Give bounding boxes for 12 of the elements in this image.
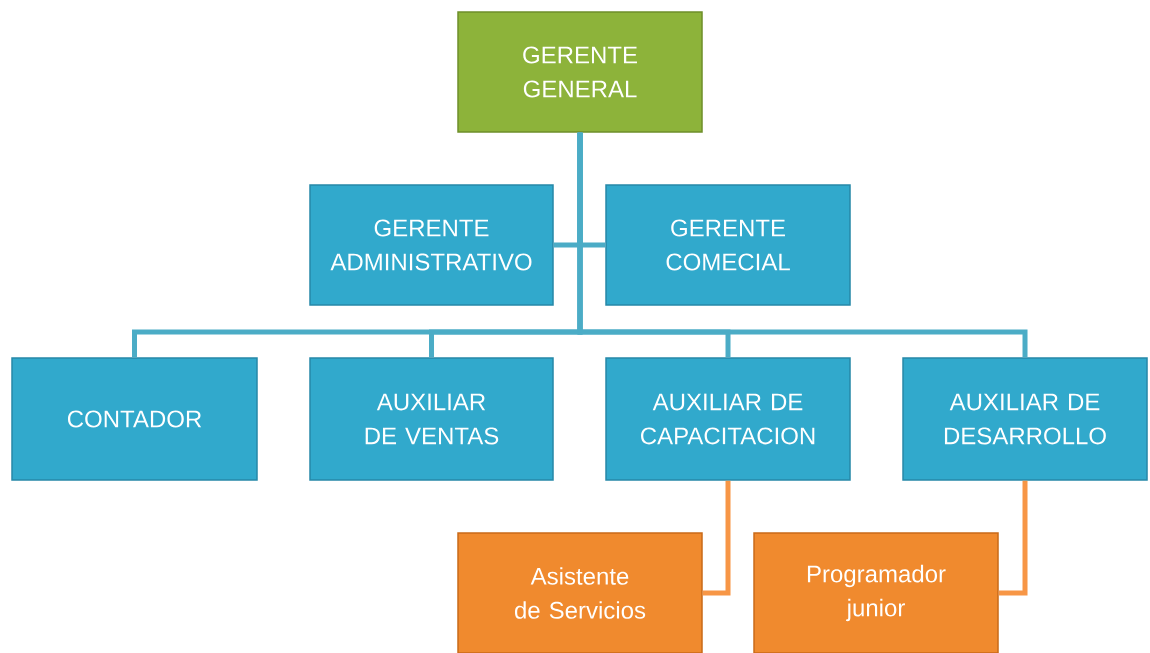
org-box: AUXILIAR DE DESARROLLO — [902, 357, 1148, 481]
org-box: GERENTE COMECIAL — [605, 184, 851, 306]
connector-line — [998, 480, 1028, 596]
org-box: CONTADOR — [11, 357, 258, 481]
org-box: AUXILIAR DE VENTAS — [309, 357, 554, 481]
connector-line — [577, 132, 1028, 358]
org-box: GERENTE ADMINISTRATIVO — [309, 184, 554, 306]
org-box: Asistente de Servicios — [457, 532, 703, 653]
org-box: AUXILIAR DE CAPACITACION — [605, 357, 851, 481]
org-box: Programador junior — [753, 532, 999, 653]
connector-line — [702, 480, 731, 596]
org-box: GERENTE GENERAL — [457, 11, 703, 133]
